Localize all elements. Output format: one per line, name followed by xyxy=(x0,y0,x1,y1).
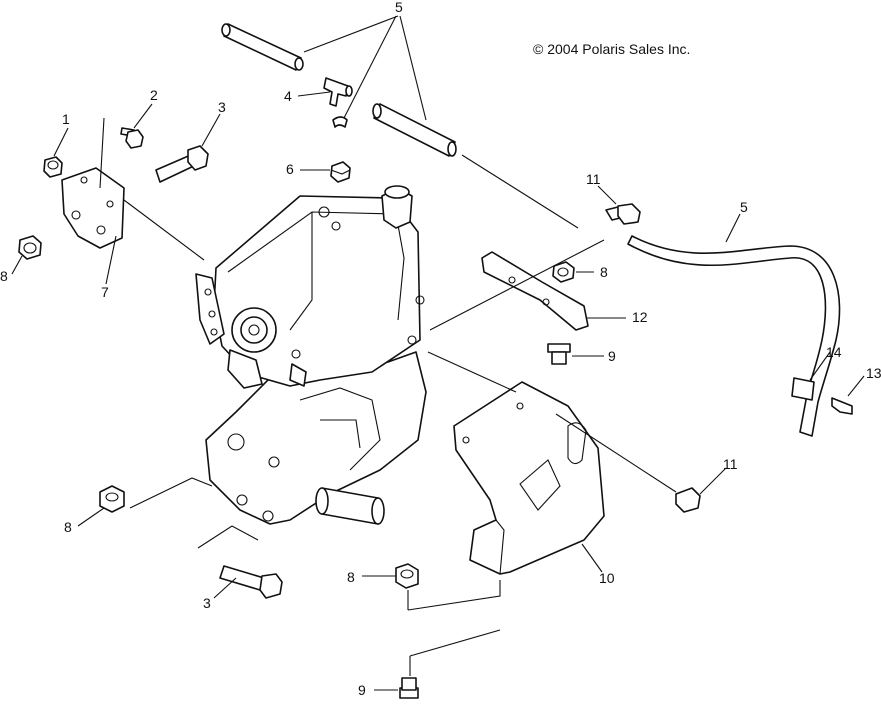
bolt-11-right xyxy=(675,487,701,513)
callout-5-right: 5 xyxy=(740,199,748,215)
leader-lines xyxy=(11,15,865,691)
rod-left xyxy=(221,23,304,71)
hose-5 xyxy=(627,235,841,437)
nut-8-mid xyxy=(552,261,575,283)
nut-8-bottom xyxy=(395,563,419,589)
callout-8-mid: 8 xyxy=(600,264,608,280)
small-clamp xyxy=(332,116,348,128)
callout-1: 1 xyxy=(62,111,70,127)
plate-10 xyxy=(453,381,605,575)
callout-12: 12 xyxy=(632,309,648,325)
callout-7: 7 xyxy=(101,284,109,300)
callout-4: 4 xyxy=(284,88,292,104)
nut-1 xyxy=(43,156,63,178)
bolt-2 xyxy=(120,127,144,149)
copyright-text: © 2004 Polaris Sales Inc. xyxy=(533,41,690,57)
nut-8-left xyxy=(18,235,42,260)
callout-3-top: 3 xyxy=(218,99,226,115)
nut-8-lower xyxy=(99,485,125,513)
cable-thin xyxy=(461,154,579,229)
bolt-3-top xyxy=(155,145,209,183)
bracket-7 xyxy=(61,167,125,249)
bolt-9-bottom xyxy=(399,677,419,699)
bolt-9-mid xyxy=(547,343,571,365)
callout-2: 2 xyxy=(150,87,158,103)
bolt-3-bottom xyxy=(219,565,283,599)
callout-10: 10 xyxy=(599,570,615,586)
callout-11-top: 11 xyxy=(586,171,601,187)
callout-11-right: 11 xyxy=(723,456,738,472)
callout-8-left: 8 xyxy=(0,268,8,284)
bolt-11-top xyxy=(605,203,641,225)
bracket-12 xyxy=(481,251,589,331)
callout-9-bottom: 9 xyxy=(358,682,366,698)
callout-13: 13 xyxy=(866,365,881,381)
callout-3-bottom: 3 xyxy=(203,595,211,611)
rod-right xyxy=(372,103,457,157)
gearcase-housing xyxy=(195,185,427,525)
tee-fitting xyxy=(323,77,353,107)
nut-6 xyxy=(330,161,351,183)
bolt-13 xyxy=(831,397,853,415)
callout-9-mid: 9 xyxy=(608,348,616,364)
callout-5-top: 5 xyxy=(395,0,403,15)
callout-8-lower: 8 xyxy=(64,519,72,535)
callout-6: 6 xyxy=(286,161,294,177)
callout-14: 14 xyxy=(826,344,842,360)
callout-8-bottom: 8 xyxy=(347,569,355,585)
